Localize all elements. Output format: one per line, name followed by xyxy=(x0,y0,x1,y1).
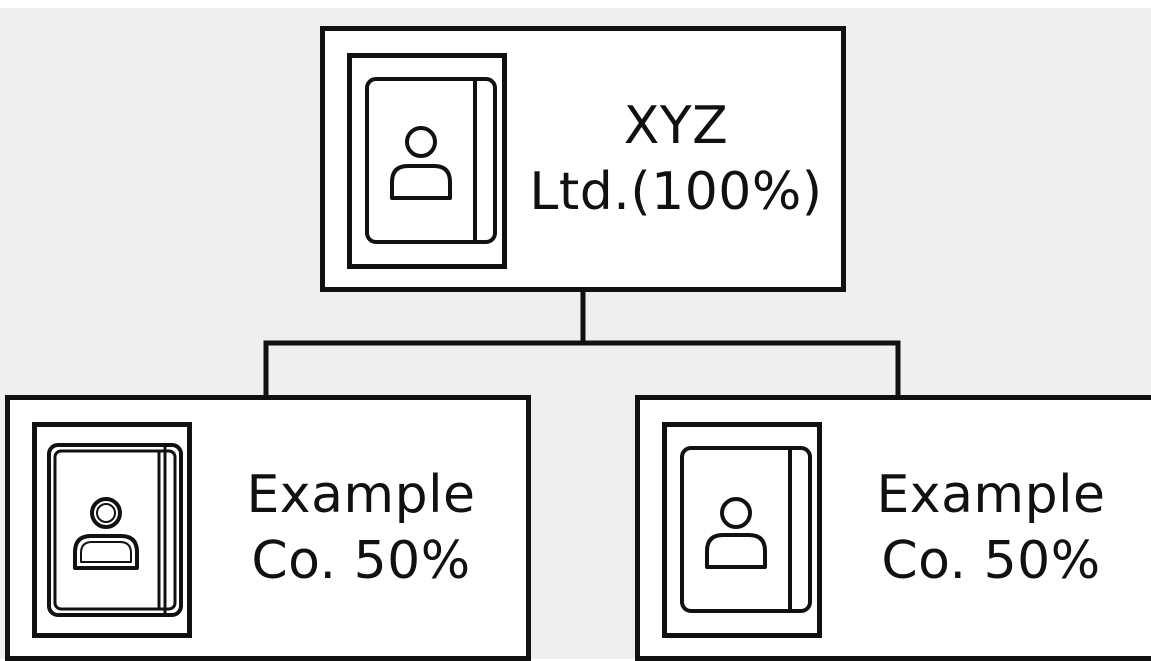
contact-book-icon-frame xyxy=(347,53,507,269)
root-company-label: XYZ Ltd.(100%) xyxy=(511,31,841,287)
child-company-share: Co. 50% xyxy=(251,531,471,591)
contact-book-icon xyxy=(365,77,497,244)
contact-book-icon xyxy=(680,446,812,613)
child-company-label: Example Co. 50% xyxy=(826,400,1151,656)
root-company-name: XYZ xyxy=(623,96,729,156)
contact-book-icon xyxy=(47,443,183,617)
child-company-name: Example xyxy=(876,465,1106,525)
root-company-node: XYZ Ltd.(100%) xyxy=(320,26,846,292)
child-company-share: Co. 50% xyxy=(881,531,1101,591)
child-company-node: Example Co. 50% xyxy=(5,395,531,661)
child-company-node: Example Co. 50% xyxy=(635,395,1151,661)
child-company-name: Example xyxy=(246,465,476,525)
contact-book-icon-frame xyxy=(662,422,822,638)
contact-book-icon-frame xyxy=(32,422,192,638)
root-company-share: Ltd.(100%) xyxy=(529,162,823,222)
child-company-label: Example Co. 50% xyxy=(196,400,526,656)
